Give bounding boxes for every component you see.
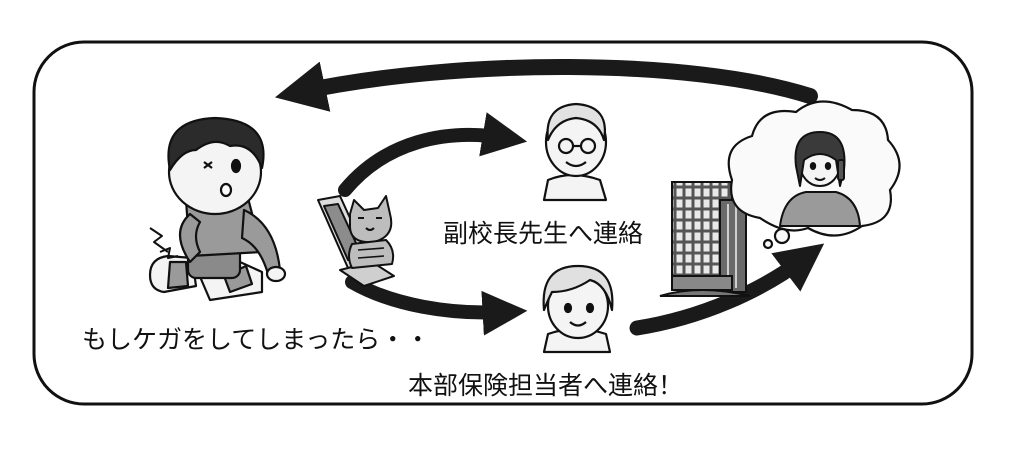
- cat-icon: [348, 195, 395, 269]
- arrow-to-vice-principal: [338, 112, 528, 197]
- caption-contact-hq-insurance: 本部保険担当者へ連絡！: [408, 371, 684, 400]
- arrow-return: [274, 58, 818, 112]
- injured-boy-icon: [148, 116, 287, 302]
- caption-contact-vice-principal: 副校長先生へ連絡: [443, 219, 644, 248]
- arrow-to-office: [629, 243, 825, 336]
- arrow-to-hq: [345, 275, 528, 336]
- hq-staff-icon: [542, 264, 614, 354]
- caption-if-injured: もしケガをしてしまったら・・: [82, 325, 431, 354]
- vice-principal-icon: [542, 102, 608, 202]
- phone-operator-icon: [779, 131, 861, 227]
- office-building-icon: [659, 181, 751, 297]
- panel-border: [32, 40, 974, 406]
